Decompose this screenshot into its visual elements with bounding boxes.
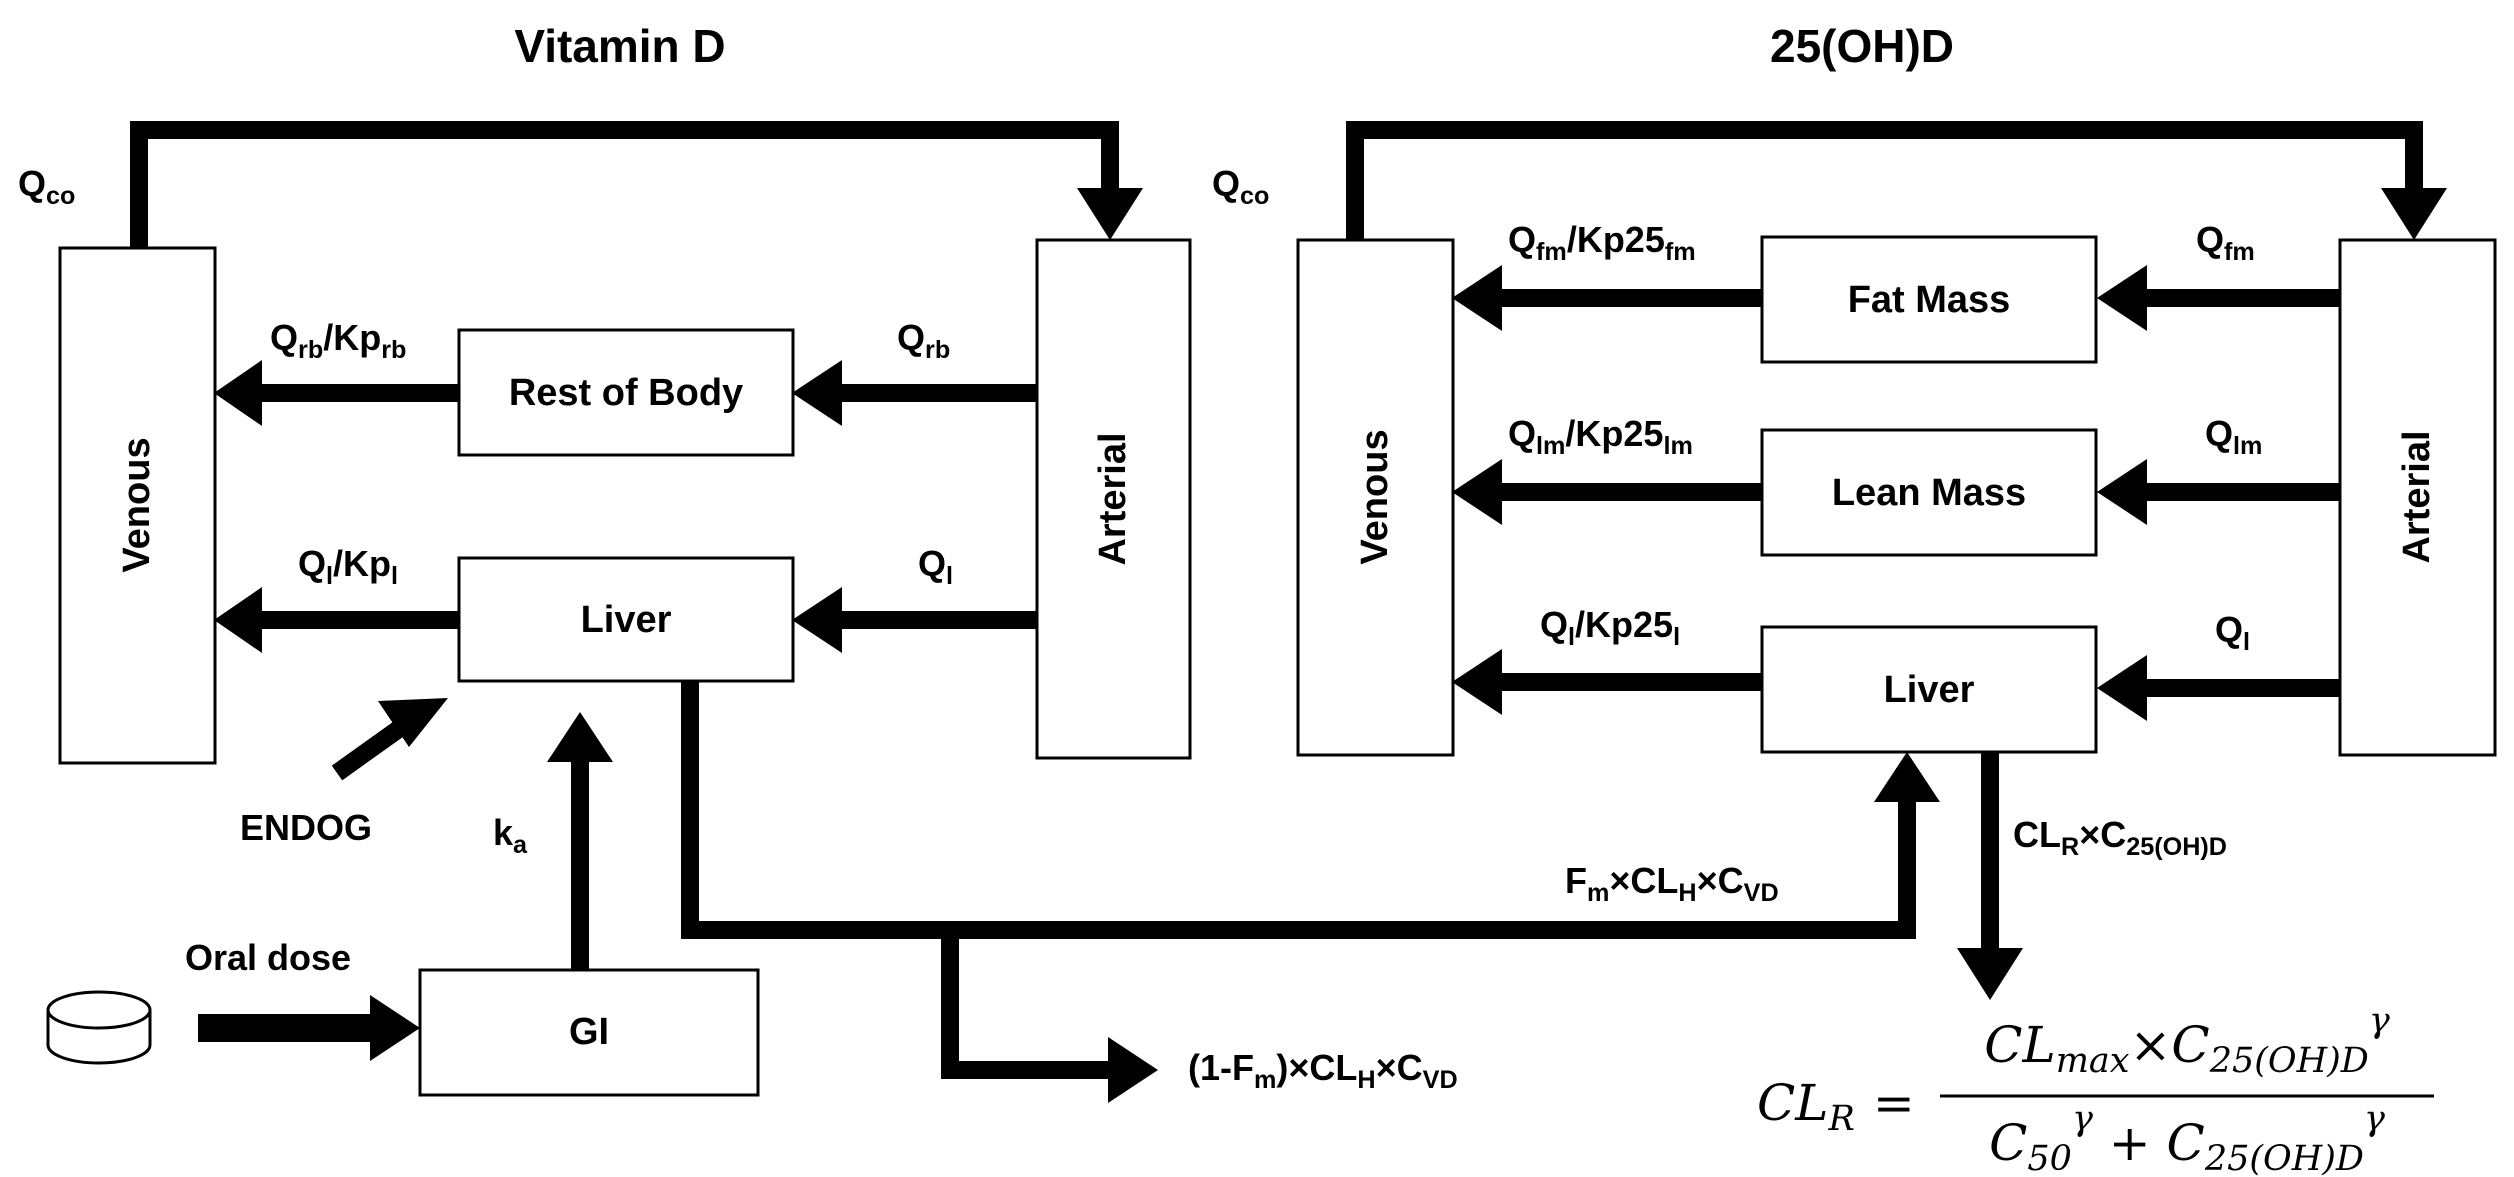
ohd-fat-mass-box: Fat Mass	[1760, 235, 2098, 364]
vitd-venous-box: Venous	[58, 246, 217, 765]
vitd-gi-box: GI	[418, 968, 760, 1097]
formula-numerator: CLmax×C25(OH)Dγ	[1984, 1001, 2390, 1081]
ohd-qlm-label: Qlm	[2205, 413, 2262, 460]
arrow-vitd-endog	[331, 698, 448, 781]
vitd-gi-label: GI	[569, 1011, 609, 1053]
vitd-venous-label: Venous	[116, 437, 158, 572]
ohd-qlm-kp-label: Qlm/Kp25lm	[1508, 413, 1693, 460]
arrow-ohd-ql-in	[2097, 655, 2340, 721]
vitd-qrb-label: Qrb	[897, 317, 950, 364]
ohd-qco-label: Qco	[1212, 163, 1269, 210]
ohd-ql-label: Ql	[2215, 609, 2250, 656]
vitd-arterial-box: Arterial	[1035, 238, 1192, 760]
ohd-liver-box: Liver	[1760, 625, 2098, 754]
ohd-venous-label: Venous	[1354, 429, 1396, 564]
one-minus-fm-clh-cvd-label: (1-Fm)×CLH×CVD	[1188, 1047, 1458, 1094]
arrow-ohd-ql-out	[1452, 649, 1762, 715]
pill-icon	[46, 990, 152, 1065]
vitd-rest-of-body-box: Rest of Body	[457, 328, 795, 457]
ohd-arterial-label: Arterial	[2396, 430, 2438, 563]
arrow-ohd-qfm-in	[2097, 265, 2340, 331]
arrow-ohd-qco-loop	[1346, 121, 2447, 240]
arrow-vitd-qrb-in	[792, 360, 1037, 426]
vitd-liver-box: Liver	[457, 556, 795, 683]
ohd-arterial-box: Arterial	[2338, 238, 2497, 757]
arrow-ohd-clr	[1957, 752, 2023, 1000]
arrow-vitd-ka	[547, 712, 613, 970]
arrow-fm-clh-cvd	[681, 680, 1940, 939]
ohd-qfm-kp-label: Qfm/Kp25fm	[1508, 219, 1696, 266]
arrow-vitd-qco-loop	[130, 121, 1143, 250]
fm-clh-cvd-label: Fm×CLH×CVD	[1565, 860, 1779, 907]
vitd-ka-label: ka	[493, 812, 528, 859]
arrow-vitd-ql-out	[214, 587, 459, 653]
title-vitamin-d: Vitamin D	[514, 20, 725, 72]
vitd-endog-label: ENDOG	[240, 807, 372, 848]
ohd-clr-c-label: CLR×C25(OH)D	[2013, 814, 2227, 861]
arrow-vitd-oral-dose	[198, 995, 420, 1061]
ohd-qfm-label: Qfm	[2196, 219, 2255, 266]
vitd-ql-kpl-label: Ql/Kpl	[298, 543, 398, 590]
vitd-arterial-label: Arterial	[1092, 432, 1134, 565]
ohd-venous-box: Venous	[1296, 238, 1455, 757]
ohd-ql-kp-label: Ql/Kp25l	[1540, 604, 1680, 651]
vitd-qco-label: Qco	[18, 163, 75, 210]
ohd-lean-mass-box: Lean Mass	[1760, 428, 2098, 557]
ohd-fat-mass-label: Fat Mass	[1848, 279, 2011, 321]
ohd-lean-mass-label: Lean Mass	[1832, 472, 2026, 514]
arrow-vitd-qrb-out	[214, 360, 459, 426]
ohd-liver-label: Liver	[1884, 669, 1975, 711]
vitd-liver-label: Liver	[581, 599, 672, 641]
vitd-qrb-kprb-label: Qrb/Kprb	[270, 317, 406, 364]
vitd-oral-dose-label: Oral dose	[185, 937, 351, 978]
clr-formula: CLR= CLmax×C25(OH)Dγ C50γ + C25(OH)Dγ	[1757, 1001, 2434, 1177]
arrow-ohd-qfm-out	[1452, 265, 1762, 331]
arrow-vitd-ql-in	[792, 587, 1037, 653]
vitd-rest-of-body-label: Rest of Body	[509, 372, 743, 414]
arrow-ohd-qlm-out	[1452, 459, 1762, 525]
formula-denominator: C50γ + C25(OH)Dγ	[1989, 1099, 2385, 1177]
formula-lhs: CLR=	[1757, 1074, 1915, 1139]
vitd-ql-label: Ql	[918, 543, 953, 590]
arrow-one-minus-fm-out	[941, 930, 1158, 1103]
arrow-ohd-qlm-in	[2097, 459, 2340, 525]
title-25ohd: 25(OH)D	[1770, 20, 1954, 72]
